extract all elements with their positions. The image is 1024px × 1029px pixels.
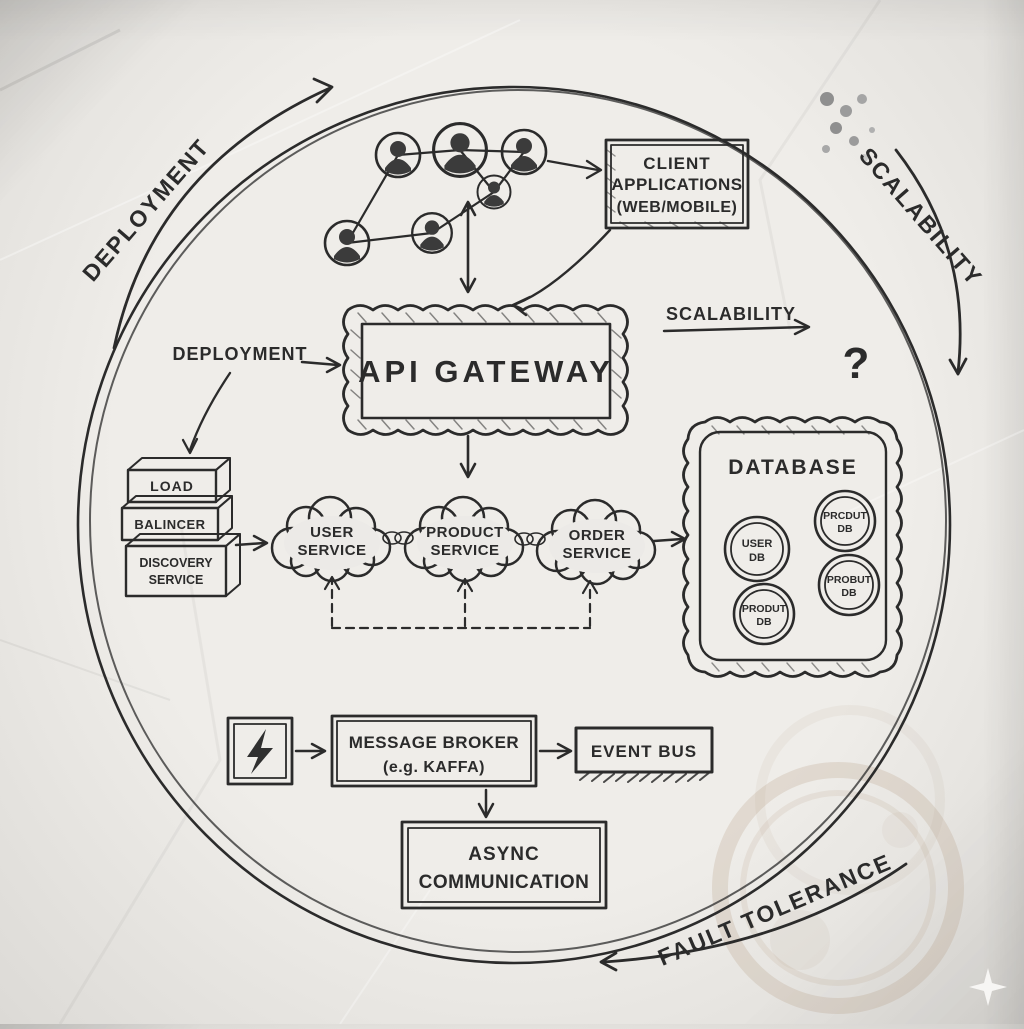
- deployment-annotation: DEPLOYMENT: [172, 344, 342, 455]
- product-service-line1: PRODUCT: [426, 524, 504, 541]
- arrow-users-gateway: [459, 200, 477, 294]
- scalability-outer-label: SCALABILITY: [854, 143, 988, 291]
- lightning-icon: [247, 729, 273, 774]
- message-broker-box: MESSAGE BROKER (e.g. KAFFA): [330, 714, 538, 788]
- load-box: LOAD: [126, 457, 231, 504]
- balancer-box: BALINCER: [120, 495, 233, 542]
- async-communication-box: ASYNC COMMUNICATION: [400, 820, 608, 910]
- user-service-line2: SERVICE: [297, 542, 366, 559]
- user-service-line1: USER: [310, 524, 354, 541]
- load-balancer-stack: LOAD BALINCER DISCOVERY SERVICE: [120, 457, 241, 598]
- client-apps-line2: APPLICATIONS: [611, 175, 742, 194]
- discovery-label-line1: DISCOVERY: [139, 556, 213, 570]
- deployment-inner-label: DEPLOYMENT: [172, 344, 307, 364]
- arrow-deployment-stack: [181, 371, 232, 455]
- database-title: DATABASE: [728, 456, 858, 479]
- user-icon: [323, 219, 371, 267]
- user-icon: [374, 131, 422, 179]
- question-mark: ?: [843, 339, 870, 388]
- arrow-scalability-arc: [894, 148, 968, 376]
- arrow-scalability: [662, 318, 811, 336]
- arrow-fault-tolerance-arc: [599, 862, 908, 972]
- sparkle-icon: [969, 968, 1007, 1006]
- user-db-circle: USER DB: [723, 515, 791, 583]
- product-db2-line2: DB: [841, 587, 857, 599]
- order-service-line2: SERVICE: [562, 545, 631, 562]
- user-db-line2: DB: [749, 552, 765, 564]
- service-cloud-product: PRODUCT SERVICE: [403, 495, 525, 583]
- chain-link-icon: [382, 531, 414, 545]
- arrow-broker-async: [477, 788, 495, 819]
- discovery-label-line2: SERVICE: [149, 573, 204, 587]
- client-apps-line1: CLIENT: [643, 154, 710, 173]
- async-line2: COMMUNICATION: [419, 872, 590, 893]
- order-service-line1: ORDER: [569, 527, 626, 544]
- discovery-service-box: DISCOVERY SERVICE: [124, 533, 241, 598]
- arrow-users-client: [546, 159, 603, 180]
- arrow-broker-eventbus: [538, 742, 573, 760]
- scalability-annotation: SCALABILITY: [662, 304, 811, 336]
- client-applications-box: CLIENT APPLICATIONS (WEB/MOBILE): [604, 138, 750, 230]
- dashed-communication-lines: [330, 578, 592, 630]
- arrow-services-database: [652, 530, 687, 548]
- broker-line2: (e.g. KAFFA): [383, 759, 485, 776]
- event-bus-box: EVENT BUS: [574, 726, 714, 783]
- product-db-circle-1: PRCDUT DB: [813, 489, 877, 553]
- users-cluster: [323, 122, 548, 267]
- coffee-stain: [712, 705, 964, 1014]
- service-cloud-user: USER SERVICE: [270, 495, 392, 583]
- outer-circle: [76, 85, 952, 965]
- product-db-circle-2: PROBUT DB: [817, 553, 881, 617]
- balancer-label: BALINCER: [134, 517, 205, 532]
- product-db2-line1: PROBUT: [827, 574, 872, 586]
- arrow-stack-services: [234, 534, 269, 552]
- dashed-arrowheads: [323, 575, 599, 595]
- service-cloud-order: ORDER SERVICE: [535, 498, 657, 586]
- user-db-line1: USER: [742, 538, 773, 550]
- arrow-deployment-arc: [112, 77, 334, 350]
- arrow-lightning-broker: [294, 742, 327, 760]
- product-db1-line1: PRCDUT: [823, 510, 867, 522]
- deployment-outer-label: DEPLOYMENT: [77, 133, 215, 286]
- event-bus-label: EVENT BUS: [591, 742, 697, 761]
- dots-decoration: [820, 92, 875, 162]
- product-db3-line1: PRODUT: [742, 603, 787, 615]
- product-db-circle-3: PRODUT DB: [732, 582, 796, 646]
- user-icon: [476, 174, 512, 210]
- broker-line1: MESSAGE BROKER: [349, 733, 519, 752]
- arrow-gateway-services: [459, 434, 477, 479]
- api-gateway-label: API GATEWAY: [358, 354, 614, 389]
- user-icon: [411, 212, 453, 254]
- chain-link-icon: [514, 532, 546, 546]
- client-apps-line3: (WEB/MOBILE): [617, 199, 738, 216]
- arrow-client-gateway: [511, 228, 612, 317]
- product-db1-line2: DB: [837, 523, 853, 535]
- async-line1: ASYNC: [468, 844, 540, 865]
- product-db3-line2: DB: [756, 616, 772, 628]
- database-box: DATABASE USER DB PRCDUT DB PROBUT DB PRO…: [682, 416, 903, 678]
- lightning-box: [226, 716, 294, 786]
- scalability-inner-label: SCALABILITY: [666, 304, 796, 324]
- arrow-deployment-gateway: [300, 356, 342, 374]
- load-label: LOAD: [150, 478, 194, 494]
- api-gateway-box: API GATEWAY: [342, 304, 629, 436]
- product-service-line2: SERVICE: [430, 542, 499, 559]
